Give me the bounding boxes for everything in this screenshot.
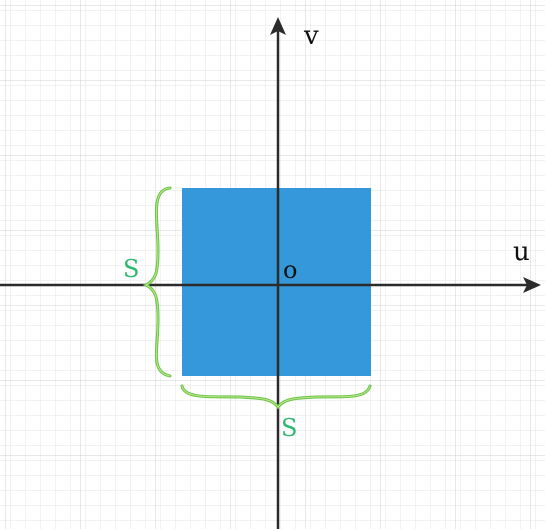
bottom-side-label: S: [281, 414, 297, 442]
square-region: [182, 188, 371, 376]
u-axis-arrowhead: [523, 277, 541, 293]
left-side-label: S: [123, 255, 139, 283]
v-axis-label: v: [303, 21, 319, 51]
v-axis-arrowhead: [270, 17, 286, 35]
bottom-brace: [180, 384, 372, 410]
left-brace: [142, 186, 172, 378]
origin-label: o: [283, 256, 297, 284]
u-axis-label: u: [513, 237, 530, 267]
